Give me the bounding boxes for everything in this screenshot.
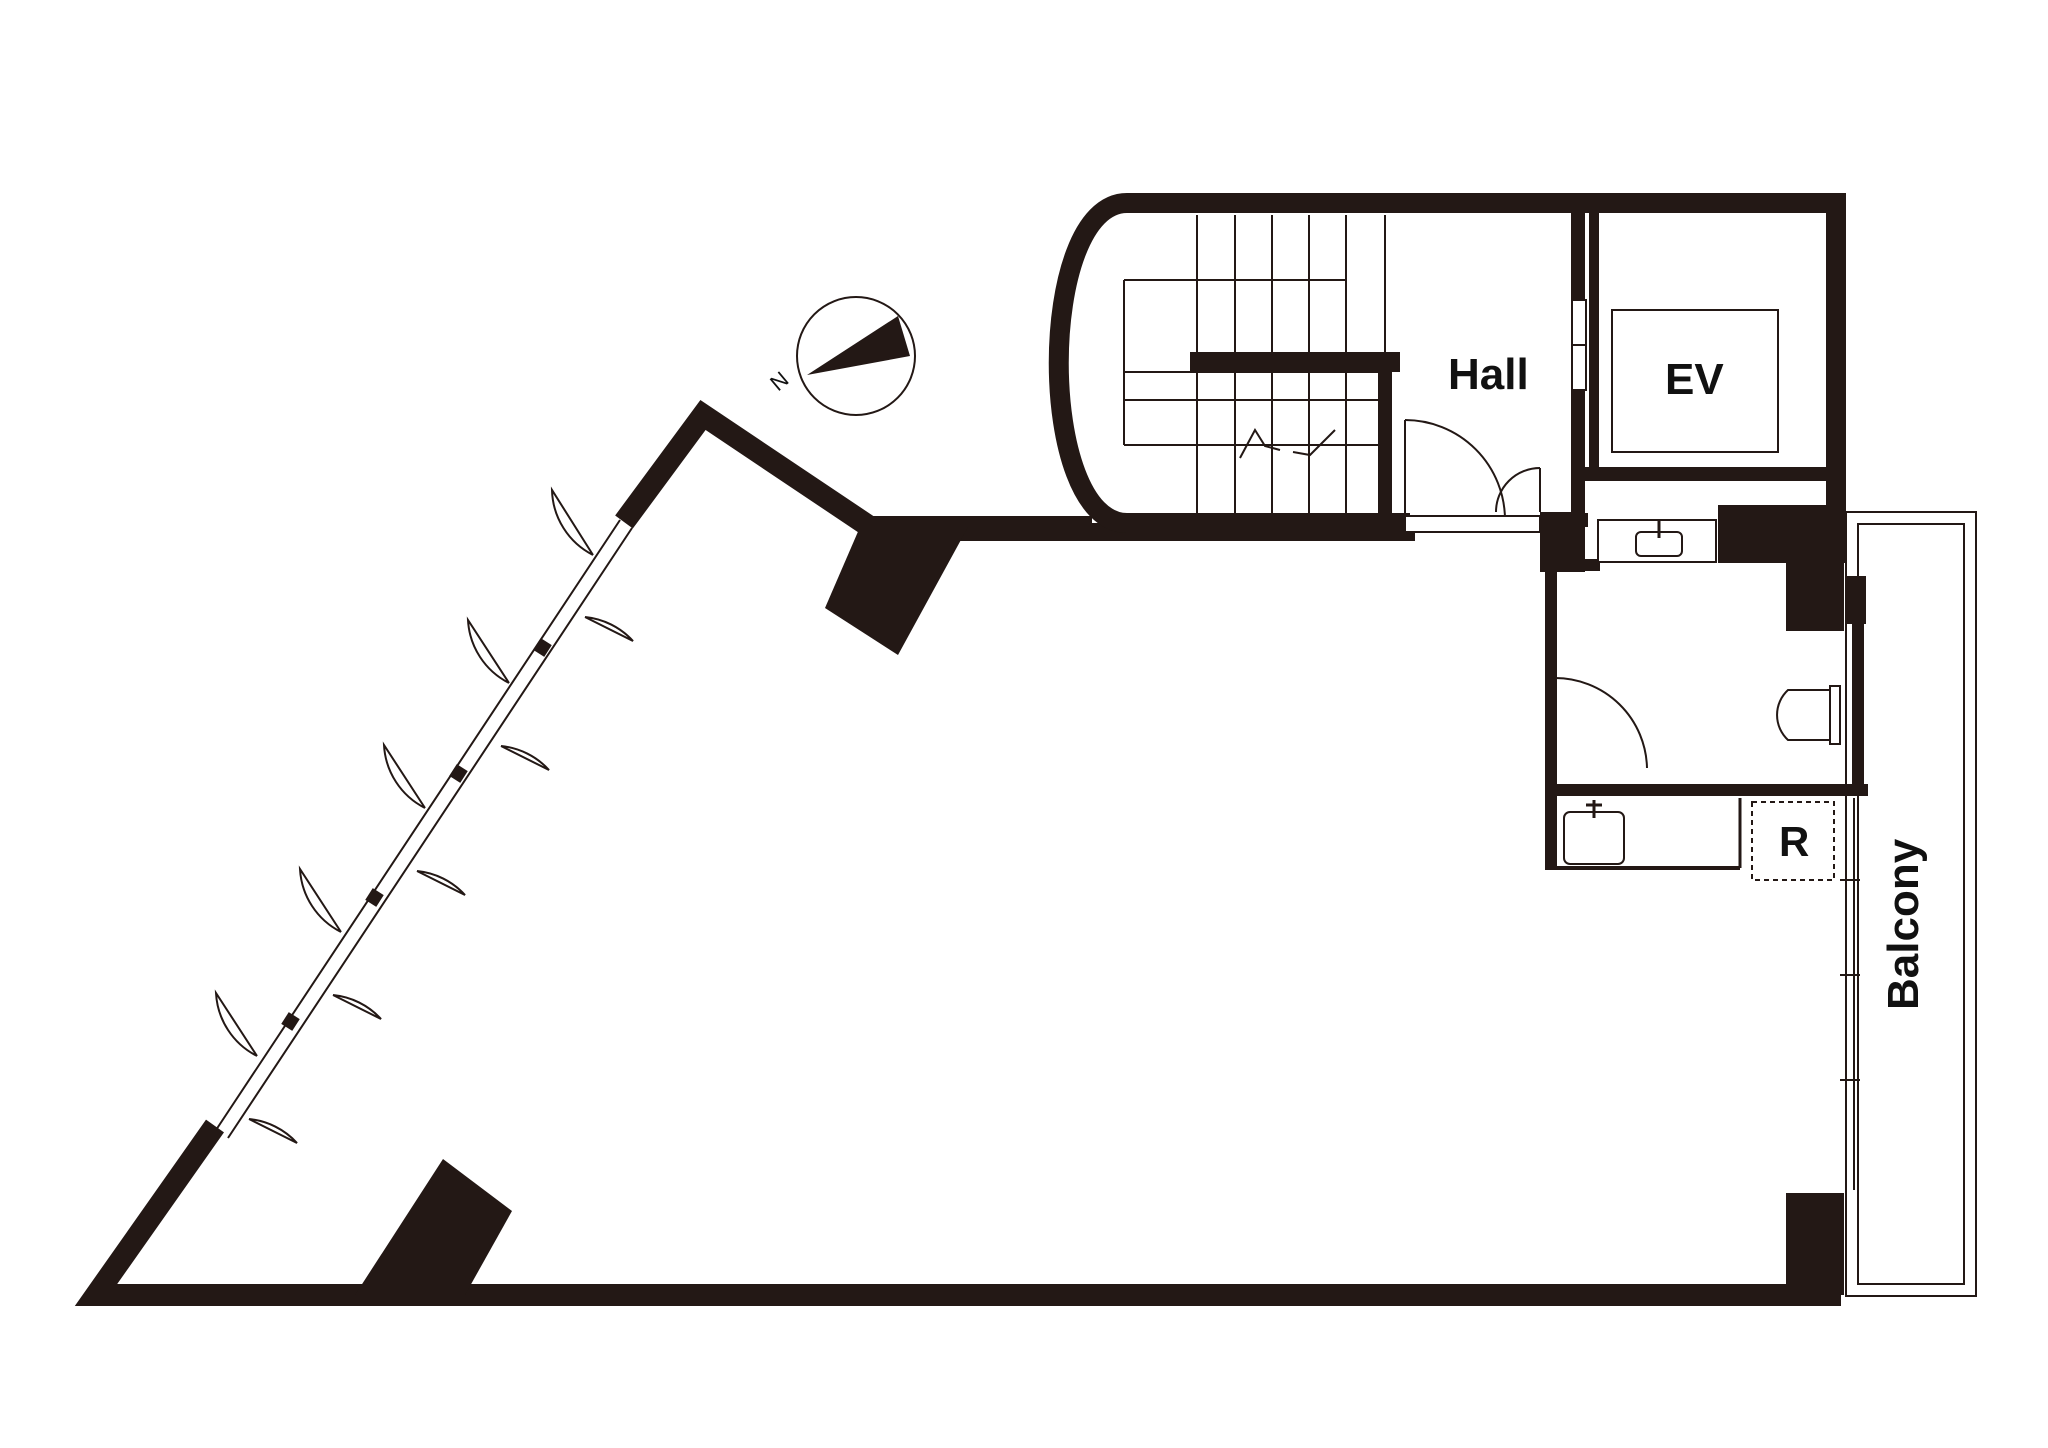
column-right-upper-2 [1846,576,1866,624]
folding-door-swing [214,989,258,1057]
column-bottom-right [1786,1193,1844,1295]
main-room-outer-wall [74,1119,1841,1306]
column-bath-top [1718,505,1846,563]
folding-door-swing [550,486,594,556]
door-mullion [533,638,552,657]
diagonal-wall-upper [615,400,1092,538]
columns [355,505,1866,1295]
column-bottom-left [355,1159,512,1295]
hall-door-small-swing [1495,467,1541,513]
hall-doors [1404,299,1587,533]
toilet [1776,689,1831,741]
balcony-label: Balcony [1879,838,1928,1010]
north-label: N [765,366,793,395]
wc-door-swing [1554,677,1648,769]
folding-doors [214,486,634,1144]
column-top-left [825,527,968,655]
hall-door-threshold [1404,515,1541,533]
kitchen-sink [1563,811,1625,865]
ev-label: EV [1665,355,1724,404]
hall-door-swing [1404,419,1506,521]
door-mullion [365,888,384,907]
balcony [1840,511,1977,1297]
compass: N [765,296,916,416]
stair-break-line [1292,429,1336,457]
folding-door-swing [584,616,634,642]
elevator-car [1611,309,1779,453]
balcony-inner [1857,523,1965,1285]
folding-door-swing [416,870,466,896]
folding-door-swing [298,865,342,933]
door-mullion [449,764,468,783]
hall-label: Hall [1448,350,1529,399]
door-mullion [281,1012,300,1031]
folding-door-swing [332,994,382,1020]
outer-walls [74,400,1864,1306]
diagonal-window-frame [215,519,633,1139]
folding-door-swing [500,745,550,771]
compass-needle-icon [807,316,910,375]
core-block [1048,193,1846,533]
refrigerator-label: R [1779,818,1809,865]
folding-door-swing [248,1118,298,1144]
toilet-tank [1829,685,1841,745]
folding-door-swing [466,616,510,684]
refrigerator-space [1751,801,1835,881]
column-right-upper [1786,561,1844,631]
stair-break-line [1239,428,1281,459]
stair-outer-wall [1048,193,1846,533]
folding-door-swing [382,741,426,809]
stair-treads [1123,215,1386,516]
